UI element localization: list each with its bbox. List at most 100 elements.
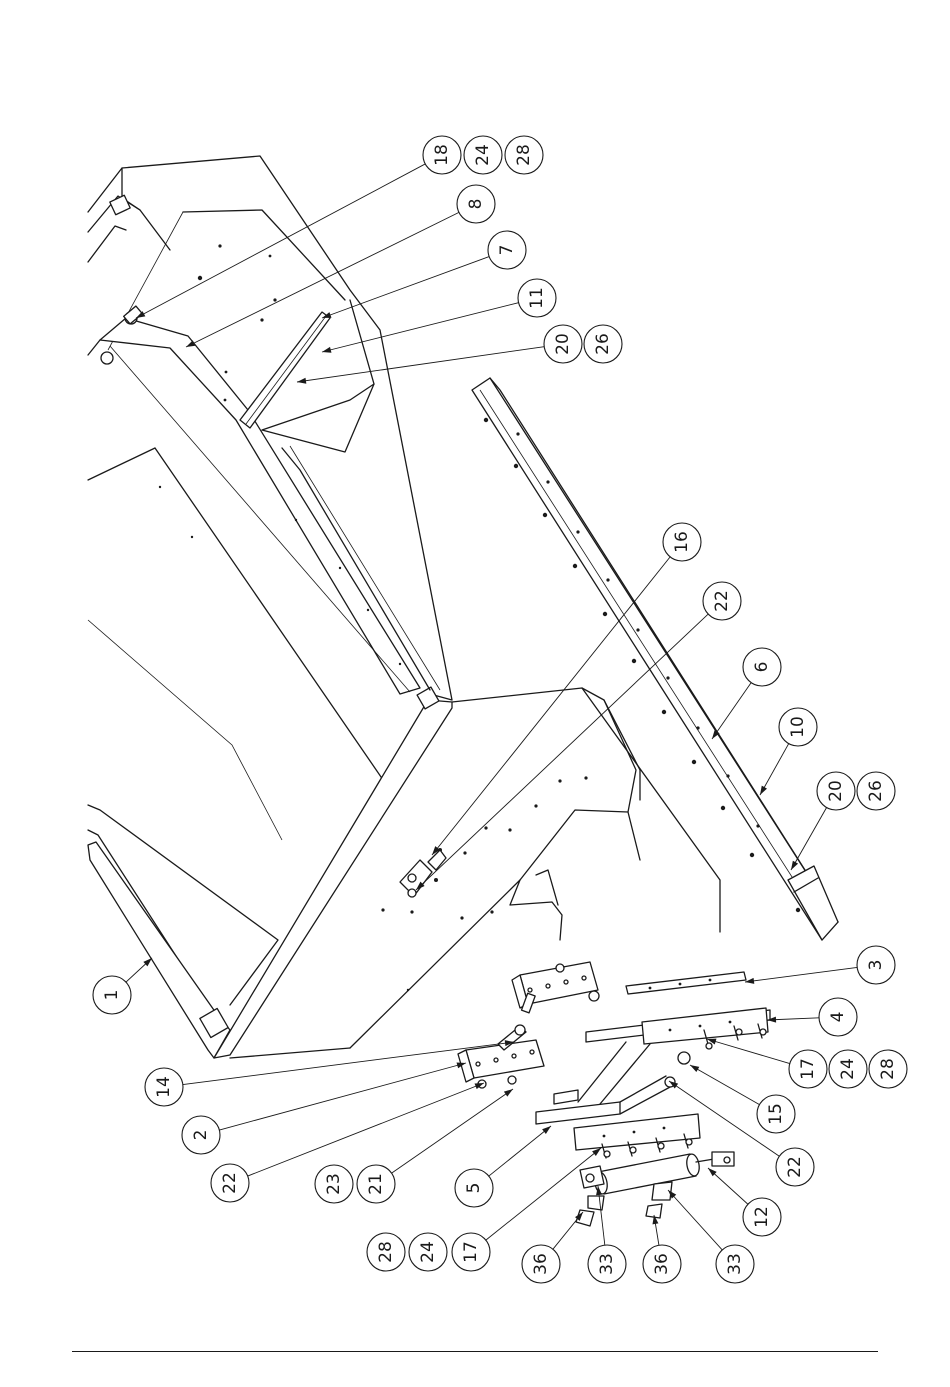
callout-b22b: 22 [776,1148,814,1186]
callout-number: 12 [752,1206,772,1228]
callout-number: 21 [366,1173,386,1195]
leader-arrow-b17b [592,1148,601,1156]
leader-b7 [322,257,489,318]
hinge-plate-upper [512,962,599,1013]
strip-3 [626,972,746,994]
callout-number: 11 [527,287,547,309]
callout-number: 6 [752,662,772,673]
callout-number: 15 [766,1103,786,1125]
leader-b20a [297,347,544,382]
callout-b24a: 24 [464,136,502,174]
callout-b24b: 24 [829,1050,867,1088]
callout-balloons: 1234567810111214151617171820202122222223… [93,136,907,1283]
callout-b20b: 20 [817,772,855,810]
leader-b2 [219,1063,466,1130]
callout-number: 24 [838,1058,858,1080]
callout-number: 16 [672,531,692,553]
callout-number: 22 [220,1172,240,1194]
callout-b26a: 26 [584,325,622,363]
callout-b10: 10 [779,708,817,746]
callout-number: 33 [597,1253,617,1275]
callout-number: 2 [191,1130,211,1141]
leader-arrow-b3 [745,978,754,984]
hinge-plate-lower [458,1025,544,1088]
callout-b28b: 28 [869,1050,907,1088]
leader-arrow-b11 [322,347,331,353]
side-bracket [400,850,446,897]
leader-arrow-b15 [690,1065,699,1072]
callout-b7: 7 [488,231,526,269]
callout-b6: 6 [743,648,781,686]
callout-b28a: 28 [505,136,543,174]
callout-number: 24 [418,1241,438,1263]
callout-number: 17 [461,1241,481,1263]
long-side-rail [472,378,838,940]
leader-b17b [486,1148,601,1240]
callout-number: 20 [826,780,846,802]
callout-number: 1 [102,990,122,1001]
leader-b17a [707,1039,790,1064]
callout-b28c: 28 [367,1233,405,1271]
callout-b3: 3 [857,946,895,984]
callout-b36b: 36 [643,1245,681,1283]
callout-b22c: 22 [211,1164,249,1202]
callout-number: 36 [652,1253,672,1275]
callout-number: 24 [473,144,493,166]
callout-b33b: 33 [716,1245,754,1283]
callout-number: 28 [878,1058,898,1080]
callout-number: 28 [376,1241,396,1263]
leader-b5 [489,1126,551,1176]
leader-b3 [745,967,857,982]
hydraulic-cylinder [576,1152,734,1226]
callout-number: 26 [866,780,886,802]
callout-b21: 21 [357,1165,395,1203]
callout-b5: 5 [455,1169,493,1207]
callout-b17a: 17 [789,1050,827,1088]
callout-b8: 8 [457,185,495,223]
leader-b21 [392,1089,513,1173]
leader-lines [126,164,857,1250]
leader-arrow-b20a [297,378,306,384]
callout-number: 5 [464,1183,484,1194]
leader-b22a [416,614,708,890]
callout-number: 20 [553,333,573,355]
callout-number: 23 [324,1173,344,1195]
callout-b23: 23 [315,1165,353,1203]
callout-number: 22 [785,1156,805,1178]
callout-number: 18 [432,144,452,166]
callout-number: 8 [466,199,486,210]
callout-b24c: 24 [409,1233,447,1271]
leader-b15 [690,1065,759,1105]
leader-b33b [668,1190,722,1250]
callout-b15: 15 [757,1095,795,1133]
footer-rule [72,1351,878,1352]
callout-number: 17 [798,1058,818,1080]
callout-number: 28 [514,144,534,166]
leader-arrow-b21 [504,1089,513,1097]
callout-b16: 16 [663,523,701,561]
callout-number: 7 [497,245,517,256]
callout-b20a: 20 [544,325,582,363]
callout-number: 33 [725,1253,745,1275]
callout-b1: 1 [93,976,131,1014]
callout-b4: 4 [819,998,857,1036]
callout-b14: 14 [145,1068,183,1106]
callout-number: 22 [712,590,732,612]
callout-number: 4 [828,1012,848,1023]
callout-b18: 18 [423,136,461,174]
callout-b17b: 17 [452,1233,490,1271]
leader-b22c [248,1083,484,1176]
leader-b6 [712,683,751,739]
callout-b2: 2 [182,1116,220,1154]
callout-b12: 12 [743,1198,781,1236]
leader-b20b [791,808,827,870]
callout-b36a: 36 [522,1245,560,1283]
callout-b33a: 33 [588,1245,626,1283]
callout-number: 10 [788,716,808,738]
callout-number: 36 [531,1253,551,1275]
callout-number: 14 [154,1076,174,1098]
leader-b16 [432,557,670,855]
leader-arrow-b10 [760,786,767,795]
callout-b26b: 26 [857,772,895,810]
